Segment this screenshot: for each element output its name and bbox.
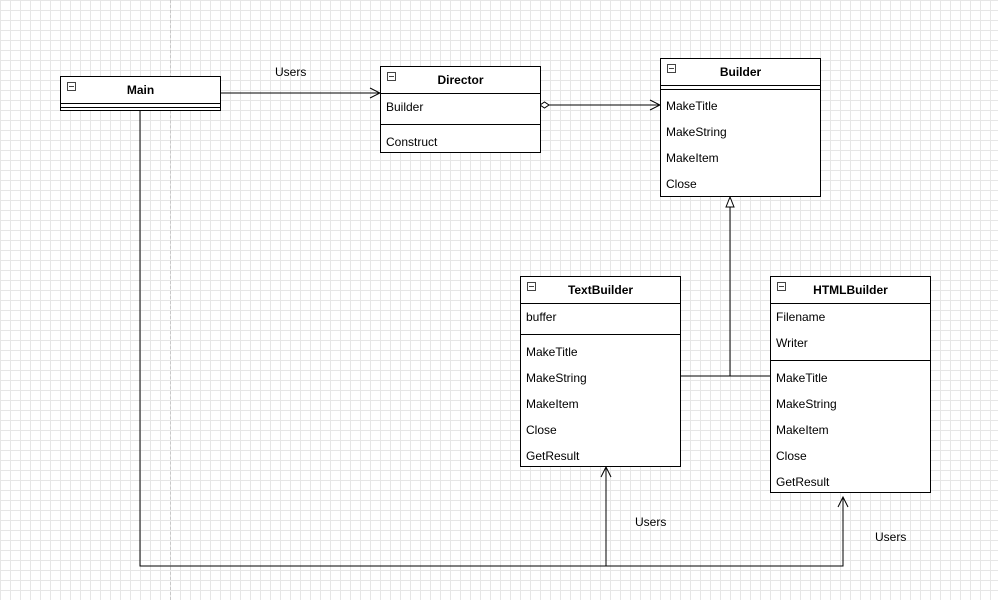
class-builder-attributes [661, 86, 820, 90]
edge-label-main-htmlbuilder[interactable]: Users [875, 530, 907, 544]
class-member[interactable]: Builder [386, 100, 424, 114]
class-member[interactable]: Close [666, 177, 697, 191]
edge-label-main-director[interactable]: Users [275, 65, 307, 79]
class-main-name: Main [126, 83, 155, 97]
class-member[interactable]: MakeString [526, 371, 587, 385]
class-htmlbuilder[interactable]: HTMLBuilder Filename Writer MakeTitle Ma… [770, 276, 931, 493]
class-member[interactable]: buffer [526, 310, 557, 324]
class-member[interactable]: Close [526, 423, 557, 437]
edge-main-htmlbuilder[interactable] [606, 497, 843, 567]
class-member[interactable]: MakeItem [666, 151, 719, 165]
collapse-icon[interactable] [527, 282, 536, 291]
class-textbuilder-header[interactable]: TextBuilder [521, 277, 680, 304]
class-textbuilder[interactable]: TextBuilder buffer MakeTitle MakeString … [520, 276, 681, 467]
collapse-icon[interactable] [67, 82, 76, 91]
class-textbuilder-attributes: buffer [521, 304, 680, 335]
class-member[interactable]: MakeTitle [776, 371, 828, 385]
class-member[interactable]: GetResult [526, 449, 580, 463]
class-member[interactable]: MakeItem [776, 423, 829, 437]
class-member[interactable]: Construct [386, 135, 438, 149]
class-director-header[interactable]: Director [381, 67, 540, 94]
class-member[interactable]: MakeString [666, 125, 727, 139]
class-htmlbuilder-attributes: Filename Writer [771, 304, 930, 361]
class-htmlbuilder-header[interactable]: HTMLBuilder [771, 277, 930, 304]
class-main-attributes [61, 104, 220, 108]
class-director-operations: Construct [381, 125, 540, 155]
class-member[interactable]: GetResult [776, 475, 830, 489]
class-main[interactable]: Main [60, 76, 221, 111]
class-member[interactable]: MakeString [776, 397, 837, 411]
class-builder-operations: MakeTitle MakeString MakeItem Close [661, 90, 820, 197]
class-director-attributes: Builder [381, 94, 540, 125]
class-htmlbuilder-operations: MakeTitle MakeString MakeItem Close GetR… [771, 361, 930, 495]
class-builder-header[interactable]: Builder [661, 59, 820, 86]
class-builder[interactable]: Builder MakeTitle MakeString MakeItem Cl… [660, 58, 821, 197]
class-member[interactable]: Writer [776, 336, 808, 350]
class-textbuilder-operations: MakeTitle MakeString MakeItem Close GetR… [521, 335, 680, 469]
collapse-icon[interactable] [667, 64, 676, 73]
class-member[interactable]: MakeTitle [526, 345, 578, 359]
class-textbuilder-name: TextBuilder [567, 283, 634, 297]
edge-textbuilder-builder[interactable] [680, 197, 730, 377]
page-guide-line [170, 0, 171, 600]
collapse-icon[interactable] [777, 282, 786, 291]
class-main-header[interactable]: Main [61, 77, 220, 104]
class-director-name: Director [437, 73, 484, 87]
class-director[interactable]: Director Builder Construct [380, 66, 541, 153]
class-member[interactable]: MakeItem [526, 397, 579, 411]
class-member[interactable]: MakeTitle [666, 99, 718, 113]
collapse-icon[interactable] [387, 72, 396, 81]
class-builder-name: Builder [719, 65, 762, 79]
class-member[interactable]: Close [776, 449, 807, 463]
edge-main-textbuilder[interactable] [139, 110, 606, 567]
class-htmlbuilder-name: HTMLBuilder [813, 283, 888, 297]
edge-label-main-textbuilder[interactable]: Users [635, 515, 667, 529]
class-member[interactable]: Filename [776, 310, 826, 324]
